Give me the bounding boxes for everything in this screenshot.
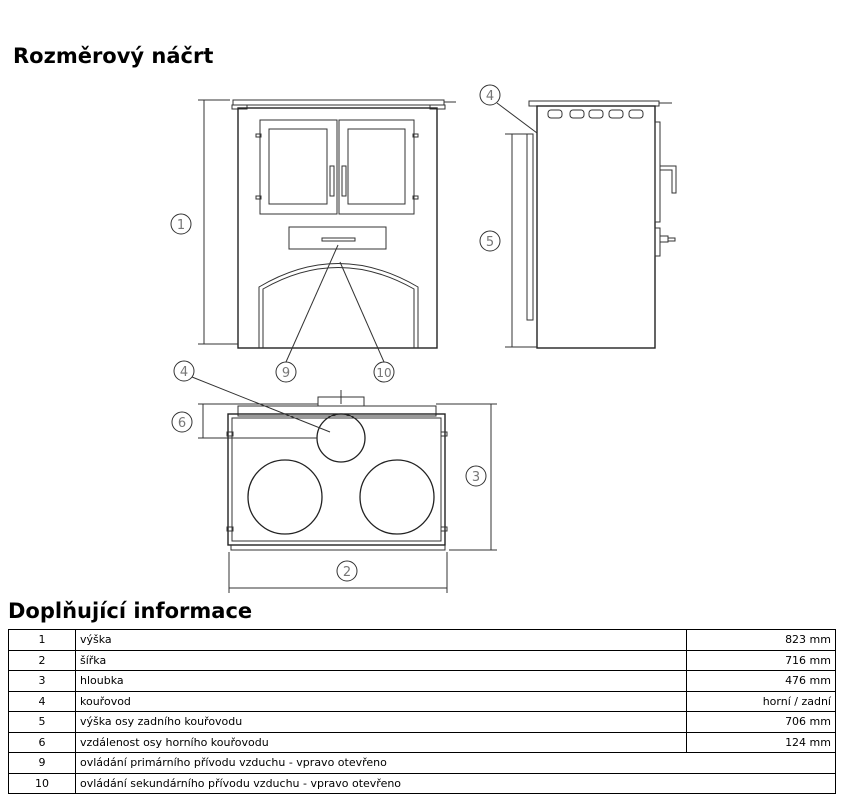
table-row: 10 ovládání sekundárního přívodu vzduchu… [8, 772, 836, 794]
callout-2: 2 [343, 565, 351, 580]
info-table: 1 výška 823 mm 2 šířka 716 mm 3 hloubka … [8, 629, 836, 794]
row-label: výška osy zadního kouřovodu [75, 711, 687, 733]
table-row: 6 vzdálenost osy horního kouřovodu 124 m… [8, 731, 836, 753]
row-label: výška [75, 629, 687, 651]
row-number: 1 [8, 629, 76, 651]
table-row: 5 výška osy zadního kouřovodu 706 mm [8, 711, 836, 733]
front-view [170, 99, 456, 383]
row-value: 716 mm [686, 649, 836, 671]
table-row: 9 ovládání primárního přívodu vzduchu - … [8, 752, 836, 774]
table-row: 2 šířka 716 mm [8, 649, 836, 671]
row-number: 2 [8, 649, 76, 671]
table-row: 4 kouřovod horní / zadní [8, 690, 836, 712]
row-label: ovládání sekundárního přívodu vzduchu - … [75, 772, 836, 794]
row-value: 124 mm [686, 731, 836, 753]
top-view [171, 360, 497, 593]
row-number: 9 [8, 752, 76, 774]
info-title: Doplňující informace [8, 599, 253, 623]
sketch-title: Rozměrový náčrt [13, 44, 214, 68]
dimension-drawing: 1 2 3 4 4 5 6 9 10 [170, 84, 677, 593]
callout-1: 1 [177, 218, 185, 233]
row-label: šířka [75, 649, 687, 671]
table-row: 1 výška 823 mm [8, 629, 836, 651]
row-label: ovládání primárního přívodu vzduchu - vp… [75, 752, 836, 774]
row-value: 706 mm [686, 711, 836, 733]
callout-4-side: 4 [486, 89, 494, 104]
row-value: horní / zadní [686, 690, 836, 712]
row-label: kouřovod [75, 690, 687, 712]
side-view [479, 84, 677, 349]
callout-5: 5 [486, 235, 494, 250]
row-number: 3 [8, 670, 76, 692]
row-label: hloubka [75, 670, 687, 692]
row-label: vzdálenost osy horního kouřovodu [75, 731, 687, 753]
row-number: 10 [8, 772, 76, 794]
table-row: 3 hloubka 476 mm [8, 670, 836, 692]
callout-9: 9 [282, 366, 290, 381]
row-value: 823 mm [686, 629, 836, 651]
callout-6: 6 [178, 416, 186, 431]
row-number: 4 [8, 690, 76, 712]
callout-3: 3 [472, 470, 480, 485]
callout-10: 10 [376, 366, 391, 380]
callout-4-top: 4 [180, 365, 188, 380]
row-number: 6 [8, 731, 76, 753]
row-number: 5 [8, 711, 76, 733]
row-value: 476 mm [686, 670, 836, 692]
